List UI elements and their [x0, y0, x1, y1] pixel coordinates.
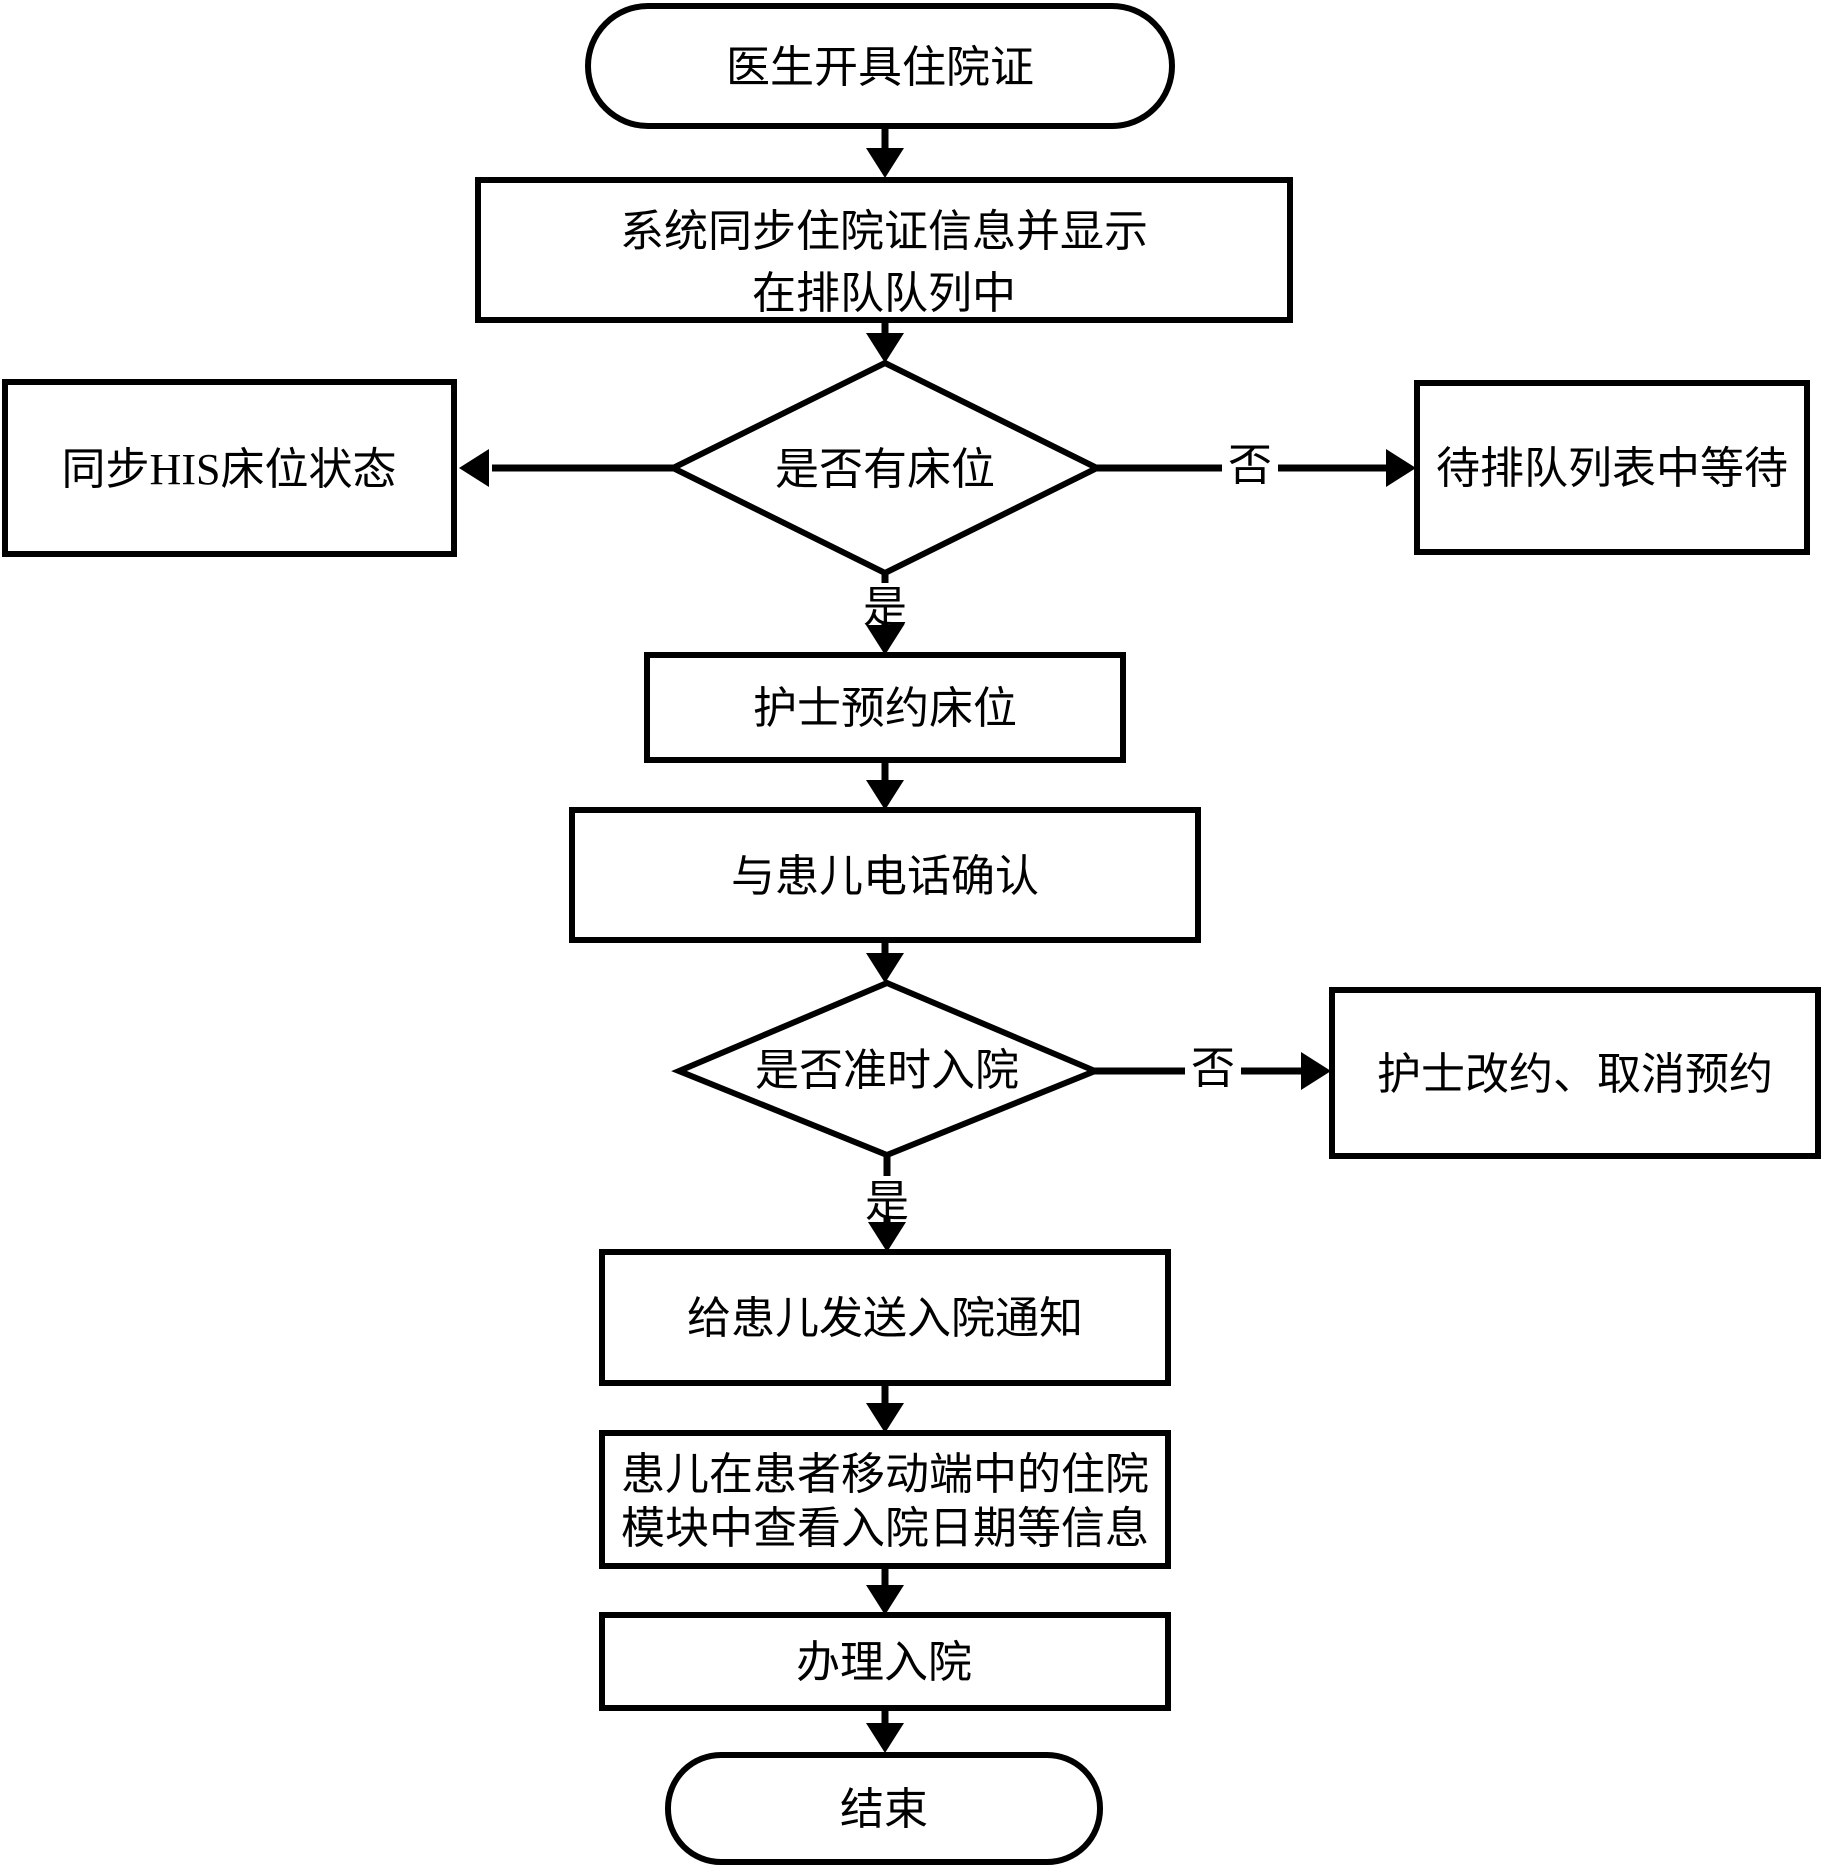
label-bg-no-2 [1185, 1041, 1241, 1095]
edge-label-yes-2: 是 [865, 1177, 909, 1226]
arrowhead-view-admit [866, 1585, 904, 1615]
process-sync-his: 同步HIS床位状态 [2, 379, 457, 557]
process-send-notice: 给患儿发送入院通知 [599, 1249, 1171, 1386]
process-reschedule-cancel-shape [1329, 987, 1821, 1159]
process-phone-confirm: 与患儿电话确认 [569, 807, 1201, 943]
decision-on-time-shape [671, 979, 1103, 1159]
arrowhead-ontime-reschedule [1301, 1052, 1331, 1090]
label-bg-no-1 [1222, 438, 1278, 492]
end-terminator-label: 结束 [840, 1785, 928, 1834]
process-nurse-reserve-shape [644, 652, 1126, 763]
decision-bed-available-shape [666, 359, 1104, 577]
process-phone-confirm-label: 与患儿电话确认 [731, 852, 1039, 901]
arrowhead-hasbed-wait [1386, 449, 1416, 487]
process-sync-his-shape [2, 379, 457, 557]
process-phone-confirm-shape [569, 807, 1201, 943]
process-sync-queue-line1: 系统同步住院证信息并显示 [620, 207, 1148, 256]
arrowhead-phone-ontime [866, 953, 904, 983]
label-bg-yes-1 [861, 583, 909, 624]
process-view-info-line2: 模块中查看入院日期等信息 [621, 1504, 1149, 1553]
decision-on-time: 是否准时入院 [671, 979, 1103, 1159]
arrowhead-sync-hasbed [866, 333, 904, 363]
process-admit: 办理入院 [599, 1612, 1171, 1711]
process-admit-shape [599, 1612, 1171, 1711]
arrowhead-notify-view [866, 1403, 904, 1433]
arrowhead-start-sync [866, 148, 904, 178]
process-view-info: 患儿在患者移动端中的住院 模块中查看入院日期等信息 [599, 1430, 1171, 1569]
process-send-notice-shape [599, 1249, 1171, 1386]
process-wait-queue-label: 待排队列表中等待 [1436, 444, 1788, 493]
start-terminator: 医生开具住院证 [585, 3, 1175, 129]
end-terminator-shape [665, 1752, 1103, 1865]
process-admit-label: 办理入院 [796, 1638, 972, 1687]
label-bg-yes-2 [863, 1176, 911, 1218]
edge-label-no-1: 否 [1228, 441, 1272, 490]
decision-bed-available: 是否有床位 [666, 359, 1104, 577]
arrowhead-hasbed-reserve [866, 625, 904, 655]
process-sync-his-label: 同步HIS床位状态 [62, 445, 397, 494]
edge-label-no-2: 否 [1191, 1044, 1235, 1093]
process-view-info-shape [599, 1430, 1171, 1569]
process-wait-queue: 待排队列表中等待 [1414, 380, 1810, 555]
start-terminator-label: 医生开具住院证 [726, 43, 1034, 92]
end-terminator: 结束 [665, 1752, 1103, 1865]
arrowhead-reserve-phone [866, 780, 904, 810]
process-sync-queue-shape [475, 177, 1293, 323]
process-reschedule-cancel: 护士改约、取消预约 [1329, 987, 1821, 1159]
process-nurse-reserve-label: 护士预约床位 [753, 684, 1017, 733]
process-nurse-reserve: 护士预约床位 [644, 652, 1126, 763]
process-wait-queue-shape [1414, 380, 1810, 555]
start-terminator-shape [585, 3, 1175, 129]
process-sync-queue-line2: 在排队队列中 [752, 269, 1016, 318]
decision-on-time-label: 是否准时入院 [755, 1046, 1019, 1095]
edge-label-yes-1: 是 [863, 583, 907, 632]
nodes: 医生开具住院证 系统同步住院证信息并显示 在排队队列中 是否有床位 同步HIS床… [2, 3, 1821, 1865]
decision-bed-available-label: 是否有床位 [775, 445, 995, 494]
arrowhead-admit-end [866, 1723, 904, 1753]
process-sync-queue: 系统同步住院证信息并显示 在排队队列中 [475, 177, 1293, 323]
process-send-notice-label: 给患儿发送入院通知 [687, 1294, 1083, 1343]
arrowhead-hasbed-his [459, 449, 489, 487]
arrowhead-ontime-notify [868, 1222, 906, 1252]
edges: 否 是 否 是 [459, 126, 1416, 1753]
process-view-info-line1: 患儿在患者移动端中的住院 [621, 1450, 1149, 1499]
process-reschedule-cancel-label: 护士改约、取消预约 [1377, 1050, 1773, 1099]
